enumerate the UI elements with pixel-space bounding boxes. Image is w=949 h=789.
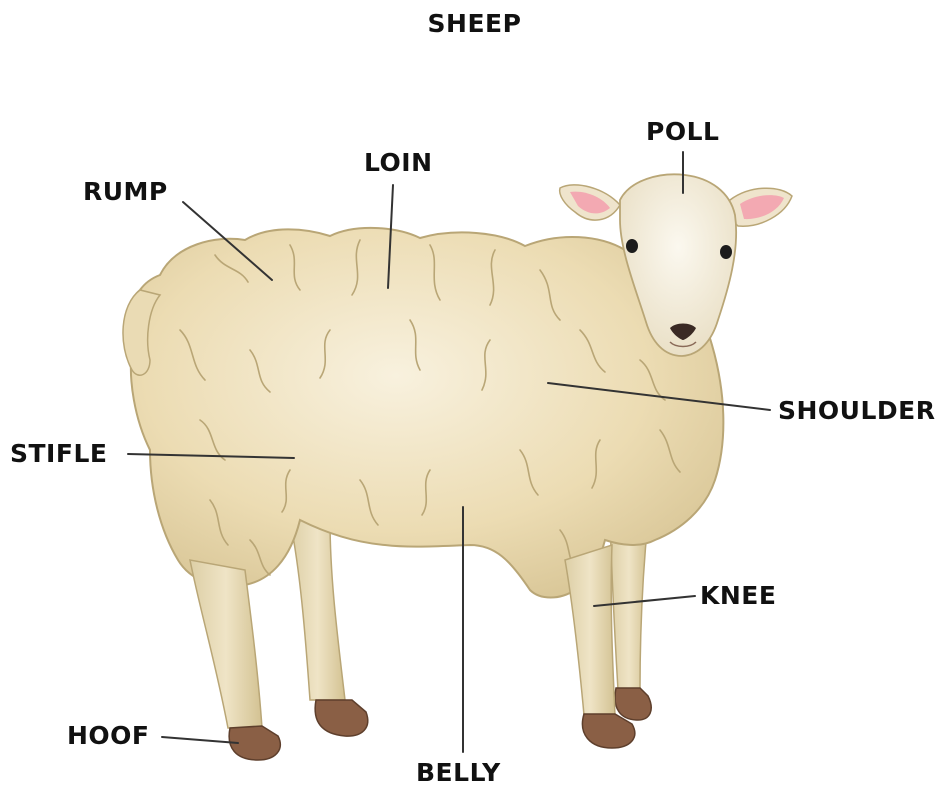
label-hoof: HOOF — [67, 722, 150, 750]
right-eye — [720, 245, 732, 259]
label-belly: BELLY — [416, 759, 501, 787]
back-far-leg — [290, 520, 368, 736]
front-near-hoof — [582, 714, 634, 748]
label-shoulder: SHOULDER — [778, 397, 936, 425]
label-knee: KNEE — [700, 582, 776, 610]
label-rump: RUMP — [83, 178, 168, 206]
back-near-leg — [190, 560, 280, 760]
front-far-hoof — [615, 688, 651, 720]
front-far-leg — [610, 520, 651, 720]
left-eye — [626, 239, 638, 253]
label-poll: POLL — [646, 118, 719, 146]
label-stifle: STIFLE — [10, 440, 107, 468]
back-far-hoof — [315, 700, 368, 736]
label-loin: LOIN — [364, 149, 433, 177]
hoof-leader-line — [162, 737, 238, 743]
